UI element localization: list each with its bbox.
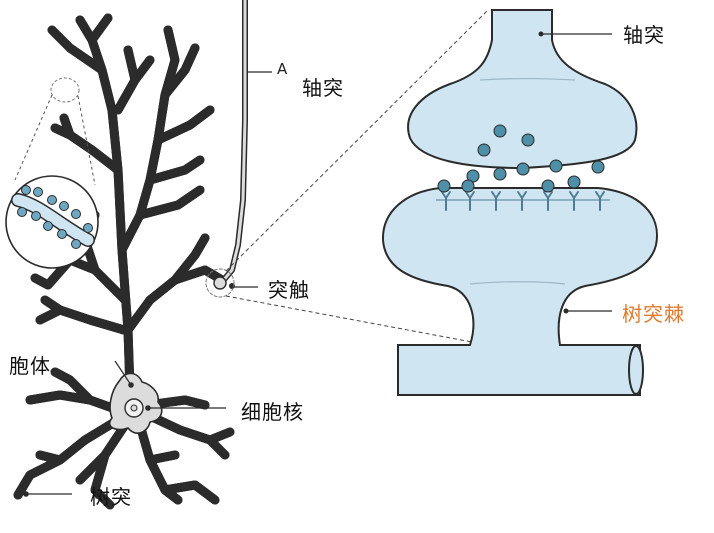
axon-line <box>219 0 248 285</box>
synapse-label: 突触 <box>268 278 310 302</box>
lower-dendrites <box>13 367 235 510</box>
nucleolus <box>130 404 138 412</box>
vesicles <box>437 124 605 193</box>
dendrite-label: 树突 <box>90 485 132 509</box>
dendritic-spine-label: 树突棘 <box>622 302 685 326</box>
synapse-zoom <box>381 9 658 396</box>
synapse-knob <box>213 276 227 290</box>
dendrite-shaft-end <box>628 345 644 395</box>
projection-lines <box>225 9 489 343</box>
dendrite-tree <box>30 13 227 395</box>
left-leaders <box>23 71 272 497</box>
soma-label: 胞体 <box>9 354 51 378</box>
neuron <box>13 0 248 510</box>
axon-label-left: 轴突 <box>302 76 344 100</box>
axon-tag-label: A <box>277 60 288 78</box>
nucleus-label: 细胞核 <box>241 400 304 424</box>
axon-label-right: 轴突 <box>623 23 665 47</box>
postsynaptic-spine <box>381 187 658 396</box>
dendrite-magnifier <box>5 77 99 269</box>
